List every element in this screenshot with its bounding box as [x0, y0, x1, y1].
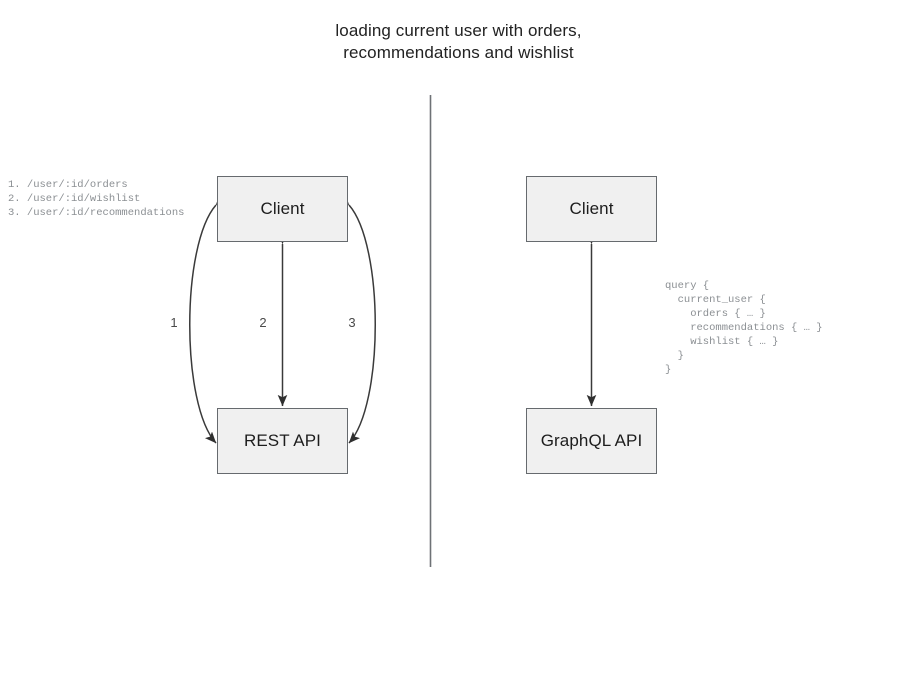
- arrow-label-1: 1: [170, 315, 178, 330]
- arrow-label-3: 3: [348, 315, 356, 330]
- rest-endpoint-list: 1. /user/:id/orders 2. /user/:id/wishlis…: [8, 179, 185, 219]
- graphql-query-snippet: query { current_user { orders { … } reco…: [665, 280, 823, 376]
- node-client-graphql[interactable]: Client: [526, 176, 657, 242]
- arrow-label-2: 2: [259, 315, 267, 330]
- arrow-1-orders: [189, 193, 227, 444]
- page-title: loading current user with orders, recomm…: [0, 20, 917, 64]
- page-title-line-1: loading current user with orders,: [335, 21, 582, 40]
- node-rest-api[interactable]: REST API: [217, 408, 348, 474]
- node-client-rest[interactable]: Client: [217, 176, 348, 242]
- node-graphql-api[interactable]: GraphQL API: [526, 408, 657, 474]
- page-title-line-2: recommendations and wishlist: [343, 43, 574, 62]
